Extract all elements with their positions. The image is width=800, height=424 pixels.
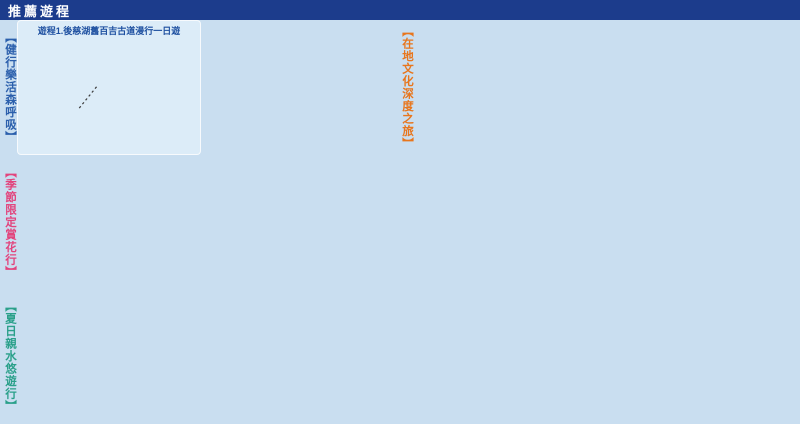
theme-label-hiking: 【健行樂活森呼吸】 bbox=[4, 31, 16, 144]
itinerary-card: 遊程1.後慈湖舊百吉古道漫行一日遊 bbox=[18, 21, 200, 154]
theme-label-water: 【夏日親水悠遊行】 bbox=[4, 300, 16, 413]
page-title: 推薦遊程 bbox=[8, 3, 73, 19]
theme-label-culture: 【在地文化深度之旅】 bbox=[401, 25, 413, 150]
card-title: 遊程1.後慈湖舊百吉古道漫行一日遊 bbox=[37, 26, 181, 36]
page-header: 推薦遊程 bbox=[0, 0, 800, 20]
route-arrows bbox=[77, 86, 98, 110]
theme-label-flower: 【季節限定賞花行】 bbox=[4, 166, 16, 279]
